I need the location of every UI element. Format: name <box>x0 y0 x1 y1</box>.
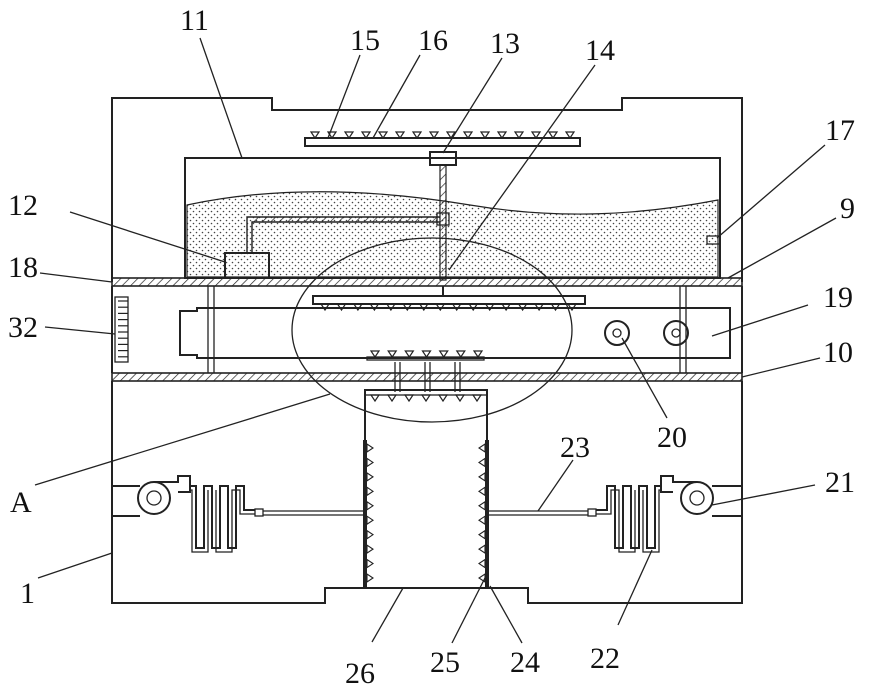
right-fan <box>681 482 713 514</box>
upper-plate <box>112 278 742 286</box>
label-21: 21 <box>825 466 855 499</box>
spray-nozzle <box>422 395 430 401</box>
label-20: 20 <box>657 421 687 454</box>
side-nozzle <box>367 574 373 582</box>
side-nozzle <box>367 516 373 524</box>
middle-spray-bar <box>313 296 585 304</box>
spray-nozzle <box>474 351 482 357</box>
side-nozzle <box>367 444 373 452</box>
side-nozzle <box>479 560 485 568</box>
label-a: A <box>10 486 32 519</box>
label-12: 12 <box>8 189 38 222</box>
label-11: 11 <box>180 4 209 37</box>
pipe-hatch-h <box>252 217 440 222</box>
side-nozzle <box>367 545 373 553</box>
label-10: 10 <box>823 336 853 369</box>
label-32: 32 <box>8 311 38 344</box>
left-coil <box>190 486 255 548</box>
right-coupler <box>588 509 596 516</box>
label-22: 22 <box>590 642 620 675</box>
spray-nozzle <box>371 395 379 401</box>
side-nozzle <box>479 444 485 452</box>
label-25: 25 <box>430 646 460 679</box>
label-16: 16 <box>418 24 448 57</box>
label-9: 9 <box>840 192 855 225</box>
spray-nozzle <box>440 351 448 357</box>
spray-nozzle <box>388 395 396 401</box>
label-17: 17 <box>825 114 855 147</box>
right-coil-inner <box>596 490 661 552</box>
roller-2 <box>664 321 688 345</box>
roller-2-hub <box>672 329 680 337</box>
lower-spray-nozzles <box>371 351 482 357</box>
tray <box>180 308 730 358</box>
side-nozzle <box>367 458 373 466</box>
center-duct <box>365 390 487 588</box>
spray-nozzle <box>371 351 379 357</box>
side-nozzle <box>367 560 373 568</box>
left-spray-strip <box>363 440 367 588</box>
label-1: 1 <box>20 577 35 610</box>
spray-nozzle <box>473 395 481 401</box>
label-19: 19 <box>823 281 853 314</box>
duct-top-nozzles <box>371 395 481 401</box>
label-26: 26 <box>345 657 375 690</box>
side-nozzle <box>479 473 485 481</box>
side-nozzle <box>367 473 373 481</box>
spray-nozzle <box>405 395 413 401</box>
heat-sink-fins <box>118 301 128 357</box>
side-nozzle <box>479 531 485 539</box>
left-coil-inner <box>190 490 255 552</box>
side-nozzle <box>479 545 485 553</box>
side-nozzle <box>479 458 485 466</box>
label-15: 15 <box>350 24 380 57</box>
right-coil <box>596 486 661 548</box>
lower-plate <box>112 373 742 381</box>
roller-1-hub <box>613 329 621 337</box>
spray-nozzle <box>456 395 464 401</box>
left-fan <box>138 482 170 514</box>
side-nozzle <box>367 487 373 495</box>
right-fan-hub <box>690 491 704 505</box>
side-nozzle <box>367 502 373 510</box>
spray-nozzle <box>457 351 465 357</box>
side-nozzle <box>479 502 485 510</box>
label-18: 18 <box>8 251 38 284</box>
left-coupler <box>255 509 263 516</box>
left-fan-hub <box>147 491 161 505</box>
side-nozzle <box>479 487 485 495</box>
side-nozzle <box>367 531 373 539</box>
roller-1 <box>605 321 629 345</box>
pipe-vertical <box>440 165 446 280</box>
spray-nozzle <box>405 351 413 357</box>
left-side-nozzles <box>367 444 373 582</box>
label-14: 14 <box>585 34 615 67</box>
label-13: 13 <box>490 27 520 60</box>
right-side-nozzles <box>479 444 485 582</box>
leader-lines <box>35 38 836 643</box>
right-spray-strip <box>485 440 489 588</box>
spray-nozzle <box>388 351 396 357</box>
spray-nozzle <box>439 395 447 401</box>
label-23: 23 <box>560 431 590 464</box>
label-24: 24 <box>510 646 540 679</box>
spray-nozzle <box>423 351 431 357</box>
side-nozzle <box>479 516 485 524</box>
